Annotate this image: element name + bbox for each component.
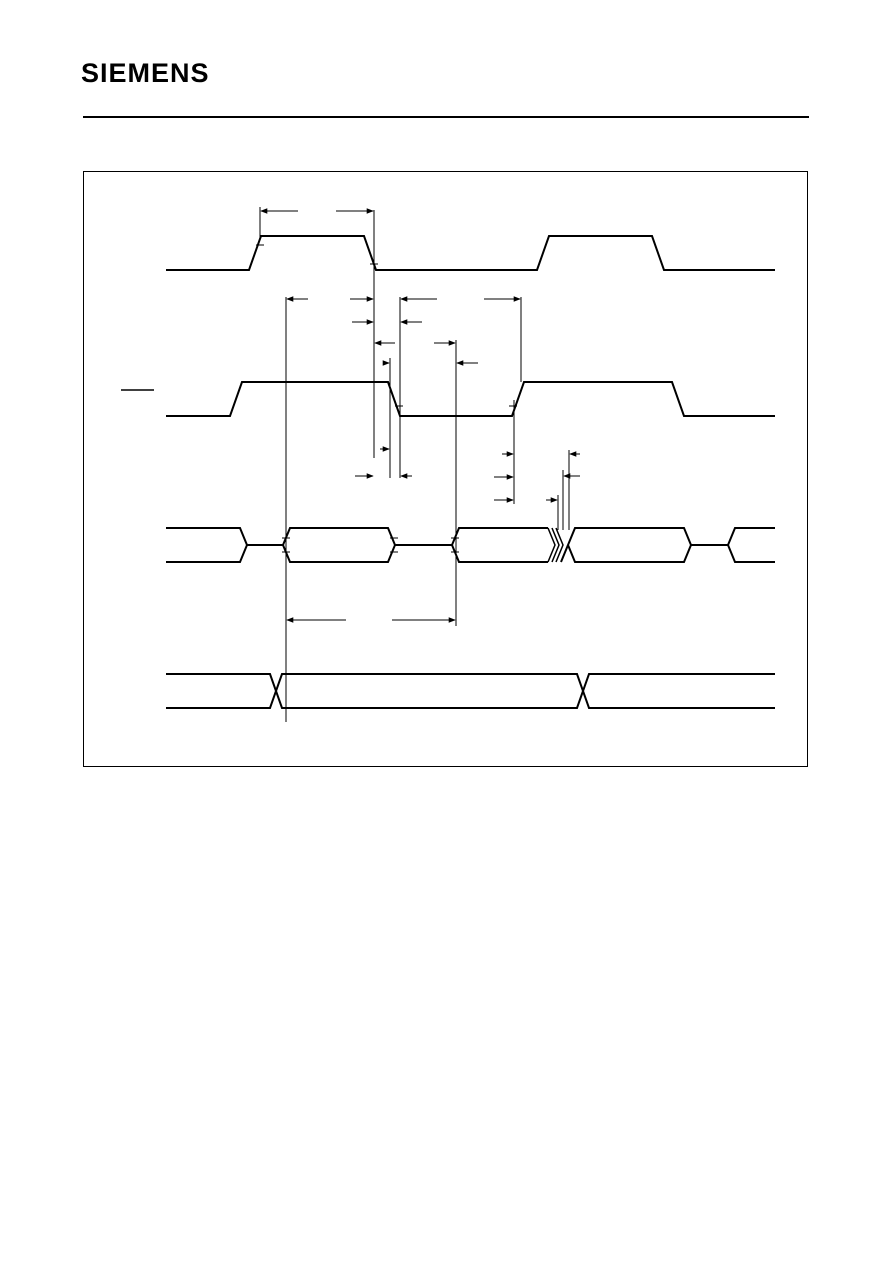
strobe-waveform [166, 381, 775, 417]
address-bus-waveform [166, 673, 775, 709]
data-bus-waveform [166, 527, 775, 563]
edge-ticks [256, 244, 517, 553]
timing-arrows [260, 208, 580, 623]
header-rule [83, 116, 809, 118]
diagram-frame [83, 171, 808, 767]
siemens-logo: SIEMENS [81, 58, 210, 88]
reference-lines [259, 207, 570, 722]
clock-waveform [166, 235, 775, 271]
